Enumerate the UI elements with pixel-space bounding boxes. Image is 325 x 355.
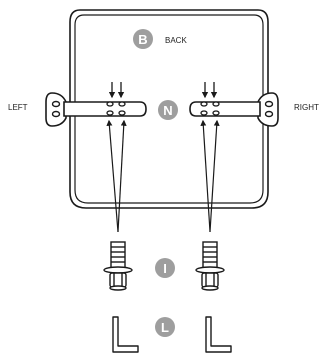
- right-screw: [195, 241, 225, 291]
- screw-arrows: [106, 119, 220, 233]
- left-allen-wrench: [112, 316, 139, 353]
- badge-screws: I: [155, 258, 175, 278]
- badge-bracket: N: [158, 100, 178, 120]
- left-bracket: [45, 92, 147, 127]
- insert-arrows: [108, 82, 218, 99]
- left-label: LEFT: [8, 103, 28, 112]
- back-panel-inner: [74, 14, 264, 204]
- badge-bracket-letter: N: [163, 103, 172, 118]
- badge-screws-letter: I: [163, 261, 167, 276]
- left-screw: [103, 241, 133, 291]
- right-bracket: [189, 92, 279, 127]
- badge-wrenches: L: [155, 317, 175, 337]
- back-label: BACK: [165, 36, 187, 45]
- right-label: RIGHT: [294, 103, 319, 112]
- badge-back: B: [133, 29, 153, 49]
- badge-back-letter: B: [138, 32, 147, 47]
- right-allen-wrench: [205, 316, 232, 353]
- badge-wrenches-letter: L: [161, 320, 169, 335]
